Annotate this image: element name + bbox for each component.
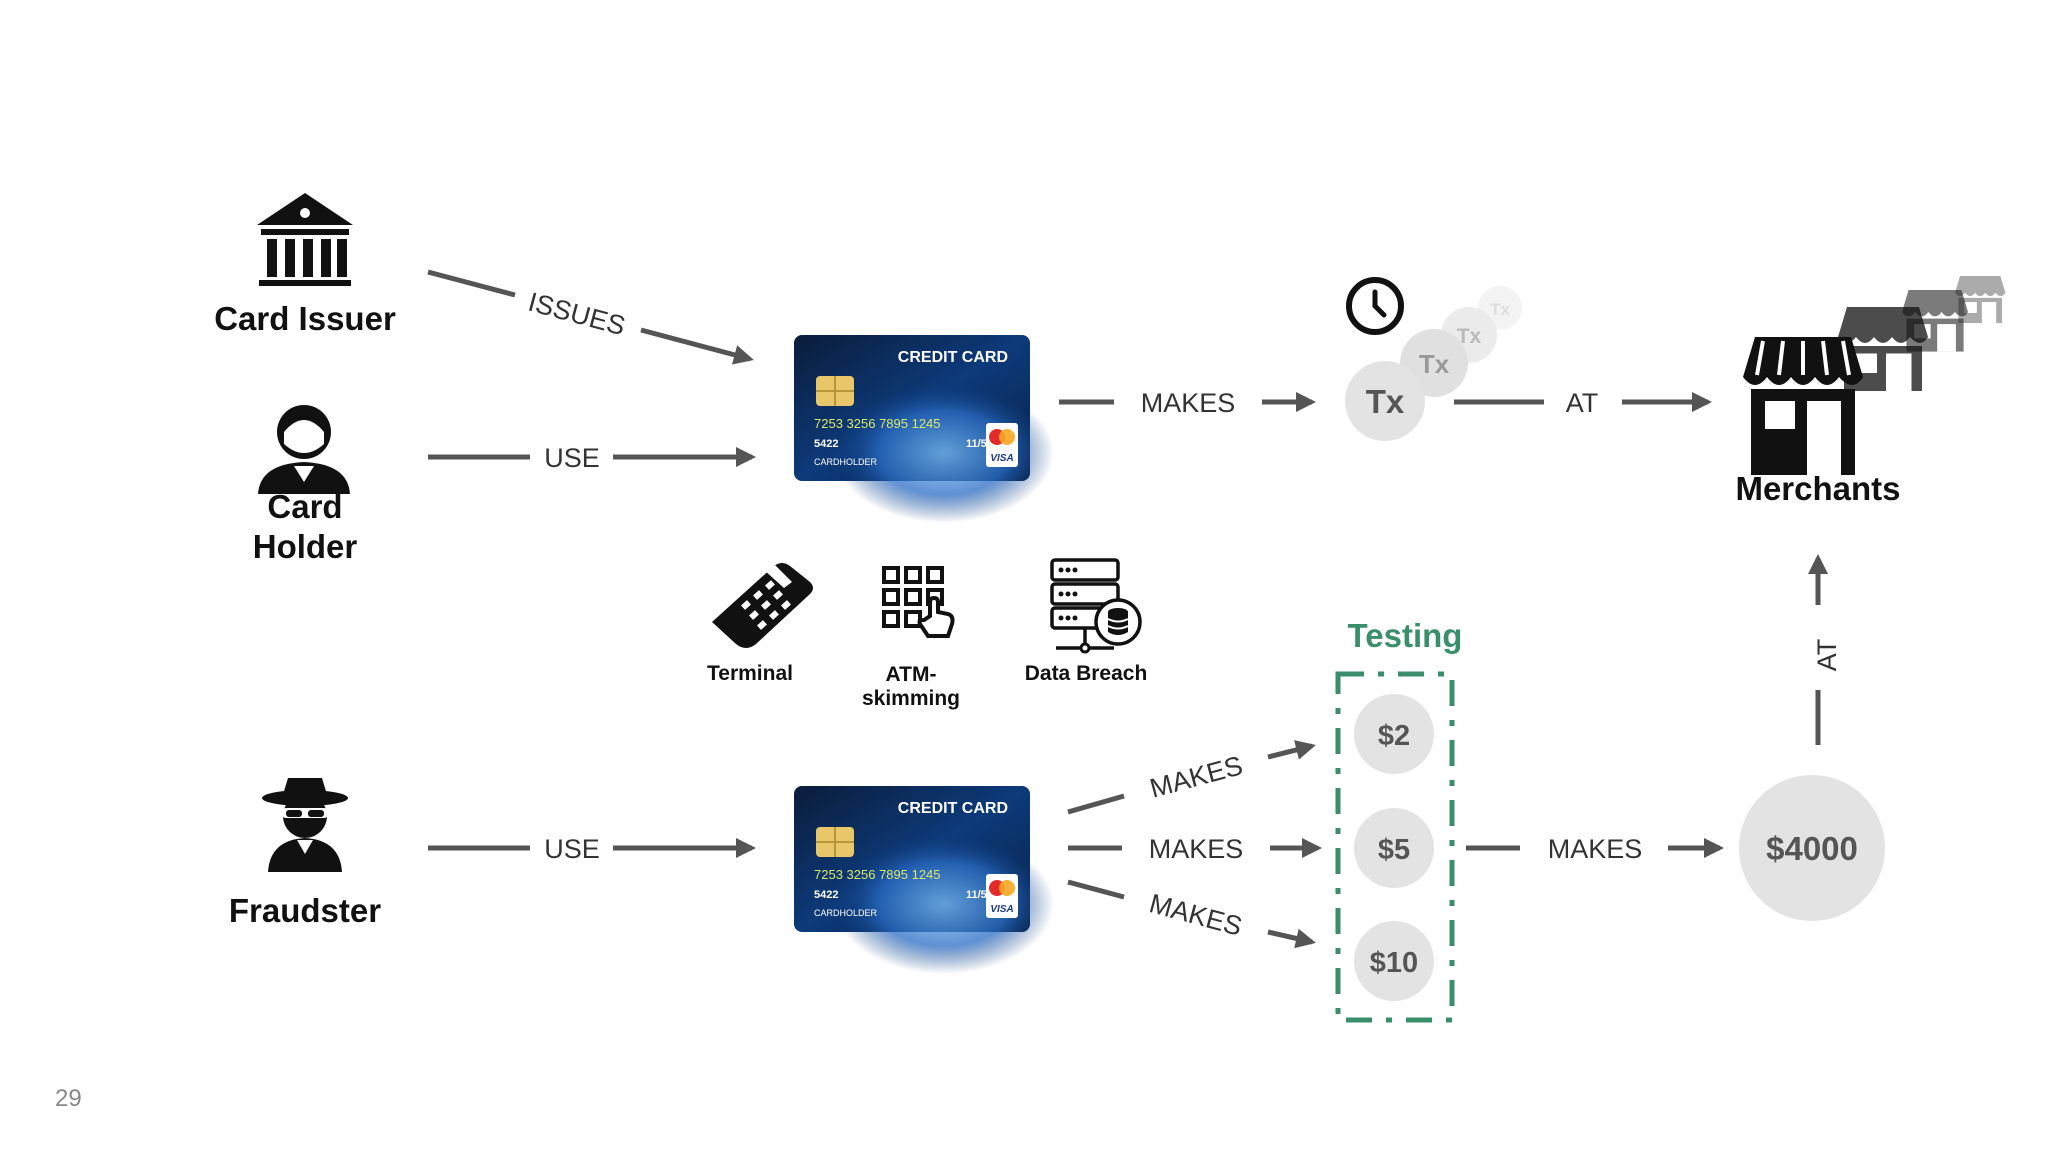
atm-label-line1: ATM- (886, 663, 937, 686)
at-vertical-label: AT (1812, 639, 1842, 672)
card-code: 5422 (814, 889, 838, 901)
test-amount-5: $5 (1354, 808, 1434, 888)
makes-final-label: MAKES (1548, 834, 1643, 864)
fraudster-label: Fraudster (229, 892, 381, 929)
merchants-label: Merchants (1735, 470, 1900, 507)
card-holder-label-line2: Holder (253, 528, 358, 565)
card-title: CREDIT CARD (898, 800, 1008, 817)
final-amount-node: $4000 (1739, 775, 1885, 921)
card-holder: CARDHOLDER (814, 457, 878, 467)
testing-title: Testing (1348, 617, 1463, 654)
use-top-label: USE (544, 443, 600, 473)
issues-label: ISSUES (525, 287, 628, 342)
makes-1-edge-arrow (1267, 740, 1316, 760)
final-amount-label: $4000 (1766, 830, 1858, 867)
keypad-icon (882, 566, 955, 638)
card-number: 7253 3256 7895 1245 (814, 416, 941, 431)
bank-icon (257, 193, 353, 286)
card-brand: VISA (990, 453, 1013, 464)
card-issuer-label: Card Issuer (214, 300, 396, 337)
makes-2-label: MAKES (1149, 834, 1244, 864)
at-top-label: AT (1566, 388, 1599, 418)
credit-card-bottom: CREDIT CARD 7253 3256 7895 1245 5422 11/… (794, 786, 1054, 974)
makes-3-edge-arrow (1267, 928, 1316, 949)
test-amount-10: $10 (1354, 921, 1434, 1001)
makes-3-label: MAKES (1146, 888, 1245, 941)
makes-3-edge-start (1067, 879, 1125, 900)
card-holder: CARDHOLDER (814, 908, 878, 918)
card-number: 7253 3256 7895 1245 (814, 867, 941, 882)
use-bottom-label: USE (544, 834, 600, 864)
issues-edge-start (427, 269, 516, 298)
terminal-label: Terminal (707, 662, 793, 685)
card-holder-label-line1: Card (267, 488, 342, 525)
server-database-icon (1050, 558, 1142, 654)
credit-card-top: CREDIT CARD 7253 3256 7895 1245 5422 11/… (794, 335, 1054, 523)
issues-edge-arrow (640, 327, 754, 365)
slide-number: 29 (55, 1085, 82, 1112)
svg-text:$2: $2 (1378, 720, 1410, 752)
svg-text:Tx: Tx (1457, 325, 1482, 348)
terminal-icon (712, 563, 813, 648)
test-amount-2: $2 (1354, 694, 1434, 774)
svg-text:$5: $5 (1378, 834, 1410, 866)
makes-1-label: MAKES (1147, 750, 1246, 803)
clock-icon (1346, 277, 1404, 335)
person-icon (258, 405, 350, 494)
svg-text:Tx: Tx (1490, 300, 1510, 319)
makes-1-edge-start (1067, 793, 1125, 815)
card-code: 5422 (814, 438, 838, 450)
makes-top-label: MAKES (1141, 388, 1236, 418)
card-title: CREDIT CARD (898, 349, 1008, 366)
data-breach-label: Data Breach (1025, 662, 1148, 685)
transaction-node: Tx (1345, 361, 1425, 441)
spy-icon (262, 778, 348, 872)
store-icon-faded-3 (1955, 276, 2006, 324)
atm-label-line2: skimming (862, 687, 960, 710)
transaction-label: Tx (1366, 383, 1405, 420)
svg-text:Tx: Tx (1419, 349, 1450, 379)
svg-text:$10: $10 (1370, 947, 1418, 979)
card-brand: VISA (990, 904, 1013, 915)
store-icon (1743, 337, 1863, 475)
